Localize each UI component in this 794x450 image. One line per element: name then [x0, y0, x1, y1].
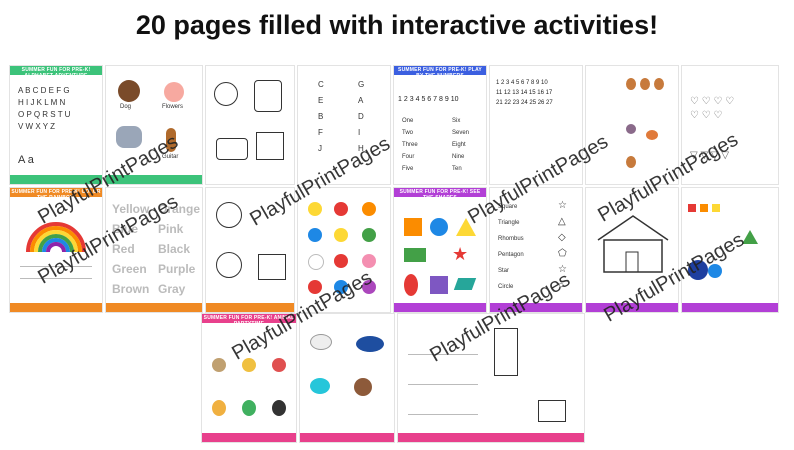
page-color-words: Yellow Blue Red Green Brown Orange Pink … — [106, 188, 202, 312]
number-word: Ten — [452, 166, 462, 172]
page-title: SUMMER FUN FOR PRE-K! ANIMAL PARTYTIME — [203, 315, 295, 327]
number-word: Six — [452, 118, 461, 124]
shape-name: Star — [498, 268, 510, 274]
shape-name: Square — [498, 204, 518, 210]
page-picture-words: Dog Flowers Guitar — [106, 66, 202, 184]
color-word: Black — [158, 242, 191, 256]
shape-name: Rhombus — [498, 236, 524, 242]
page-door-cake — [398, 314, 584, 442]
color-word: Brown — [112, 282, 150, 296]
page-sea-animals — [300, 314, 394, 442]
page-numbers: SUMMER FUN FOR PRE-K! PLAY BY THE NUMBER… — [394, 66, 486, 184]
color-word: Gray — [158, 282, 186, 296]
page-rainbow: SUMMER FUN FOR PRE-K! COLOR THE RAINBOW — [10, 188, 102, 312]
number-word: Three — [402, 142, 418, 148]
page-coloring — [206, 66, 294, 184]
number-word: Four — [402, 154, 415, 160]
color-word: Blue — [112, 222, 139, 236]
number-word: Two — [402, 130, 414, 136]
number-word: Seven — [452, 130, 470, 136]
elephant-icon — [116, 126, 142, 148]
page-alphabet: SUMMER FUN FOR PRE-K! ALPHABET ADVENTURE… — [10, 66, 102, 184]
word-guitar: Guitar — [162, 154, 179, 160]
number-word: Eight — [452, 142, 466, 148]
rainbow-icon — [26, 222, 86, 253]
flower-icon — [164, 82, 184, 102]
color-word: Pink — [158, 222, 184, 236]
page-title: SUMMER FUN FOR PRE-K! SEE THE SHAPES — [399, 189, 481, 201]
digit-row: 1 2 3 4 5 6 7 8 9 10 — [398, 96, 459, 103]
page-title: SUMMER FUN FOR PRE-K! COLOR THE RAINBOW — [11, 189, 101, 201]
color-word: Orange — [158, 202, 201, 216]
number-word: Five — [402, 166, 414, 172]
page-house-outline — [586, 188, 678, 312]
page-shape-colors — [682, 188, 778, 312]
page-draw-animals — [206, 188, 294, 312]
whale-icon — [356, 336, 384, 352]
page-color-mix — [298, 188, 390, 312]
number-word: One — [402, 118, 414, 124]
page-title: SUMMER FUN FOR PRE-K! ALPHABET ADVENTURE — [21, 67, 91, 79]
page-hearts: ♡ ♡ ♡ ♡ ♡ ♡ ♡ ▽ ▽ ▽ ▽ — [682, 66, 778, 184]
guitar-icon — [166, 128, 176, 152]
shape-name: Pentagon — [498, 252, 524, 258]
headline: 20 pages filled with interactive activit… — [135, 10, 659, 40]
jellyfish-icon — [310, 378, 330, 394]
color-word: Green — [112, 262, 147, 276]
page-animal-party: SUMMER FUN FOR PRE-K! ANIMAL PARTYTIME — [202, 314, 296, 442]
page-animal-count — [586, 66, 678, 184]
shape-name: Circle — [498, 284, 514, 290]
house-icon — [258, 254, 286, 280]
shape-name: Triangle — [498, 220, 520, 226]
number-word: Nine — [452, 154, 465, 160]
word-dog: Dog — [120, 104, 132, 110]
page-shape-names: Square Triangle Rhombus Pentagon Star Ci… — [490, 188, 582, 312]
color-word: Red — [112, 242, 135, 256]
color-word: Purple — [158, 262, 196, 276]
page-title: SUMMER FUN FOR PRE-K! PLAY BY THE NUMBER… — [398, 67, 482, 79]
letter-sample: A a — [18, 154, 34, 166]
page-shapes: SUMMER FUN FOR PRE-K! SEE THE SHAPES ★ — [394, 188, 486, 312]
dog-icon — [118, 80, 140, 102]
color-word: Yellow — [112, 202, 150, 216]
page-number-grid: 1 2 3 4 5 6 7 8 9 10 11 12 13 14 15 16 1… — [490, 66, 582, 184]
word-flowers: Flowers — [162, 104, 184, 110]
page-letters-list: C E B F J G A D I H — [298, 66, 390, 184]
